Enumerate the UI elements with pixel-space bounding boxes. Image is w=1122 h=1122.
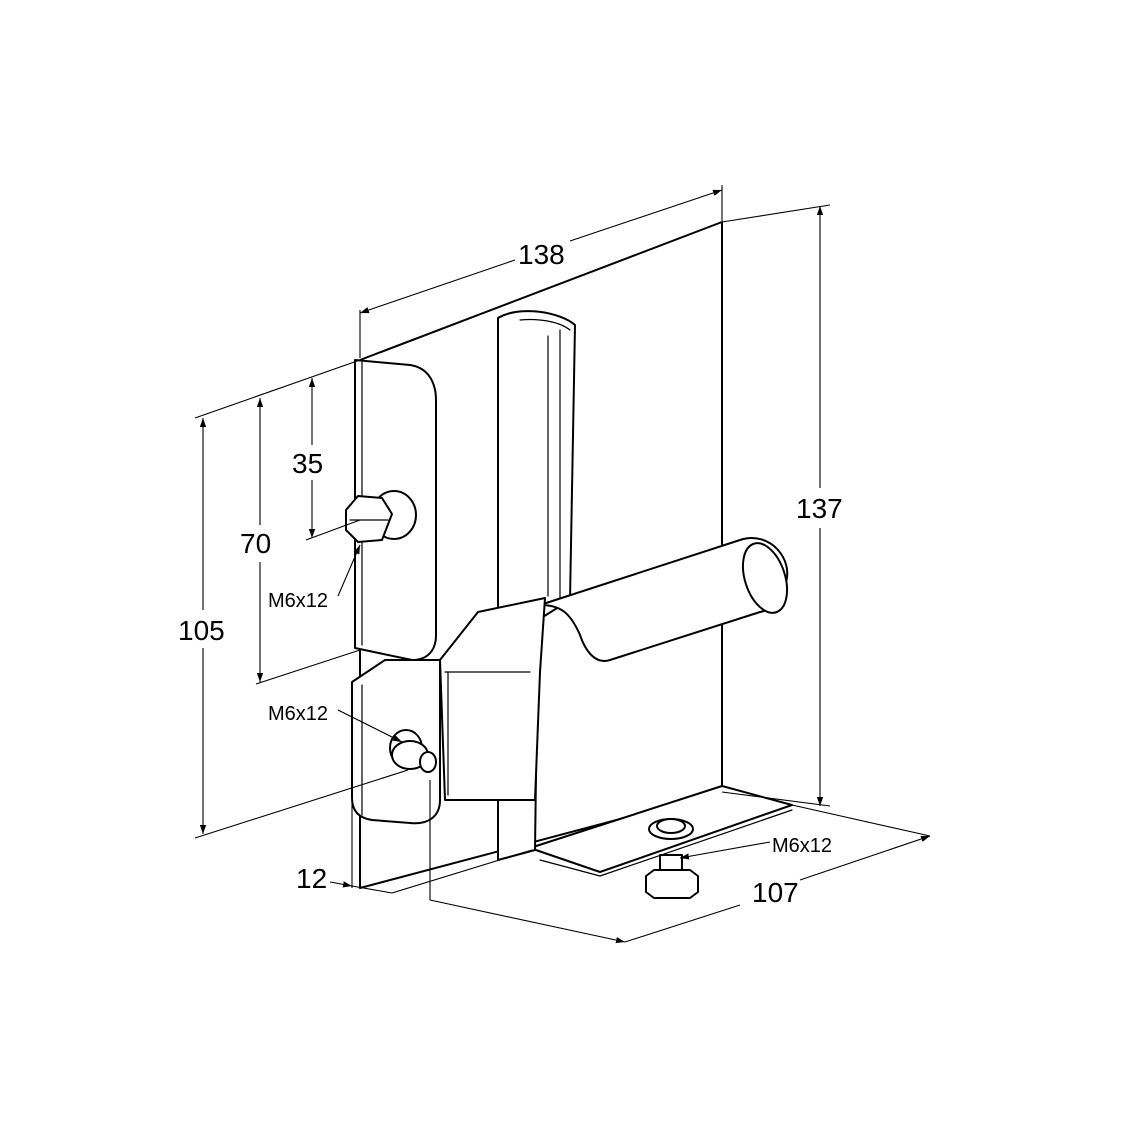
upper-bolt-label: M6x12 <box>268 590 328 612</box>
dim-107-line-left <box>429 899 626 944</box>
dim-12-label: 12 <box>296 863 327 894</box>
dim-138-label: 138 <box>518 239 565 270</box>
horizontal-tube <box>539 537 789 662</box>
dim-107-line-right <box>799 835 931 881</box>
dim-137-label: 137 <box>796 493 843 524</box>
dim-107-label: 107 <box>752 877 799 908</box>
dim-12-line <box>329 881 353 888</box>
leader-lower-bolt <box>337 709 403 743</box>
upper-bolt <box>345 490 417 543</box>
base-bolt <box>645 818 699 899</box>
leader-base-bolt <box>679 841 771 860</box>
leader-upper-bolt <box>337 544 361 597</box>
base-bolt-label: M6x12 <box>772 835 832 857</box>
bracket <box>345 221 793 899</box>
lower-bolt-label: M6x12 <box>268 703 328 725</box>
dimension-labels: 138 137 105 70 35 12 107 M6x12 M6x12 M6x… <box>178 239 843 908</box>
tube-end <box>741 542 789 614</box>
dim-70-label: 70 <box>240 528 271 559</box>
dim-138-line-right <box>569 189 723 242</box>
dim-105-label: 105 <box>178 615 225 646</box>
dim-35-label: 35 <box>292 448 323 479</box>
dim-138-line-left <box>359 259 516 314</box>
clamp-collar <box>439 597 546 801</box>
dimension-lines <box>194 185 931 944</box>
